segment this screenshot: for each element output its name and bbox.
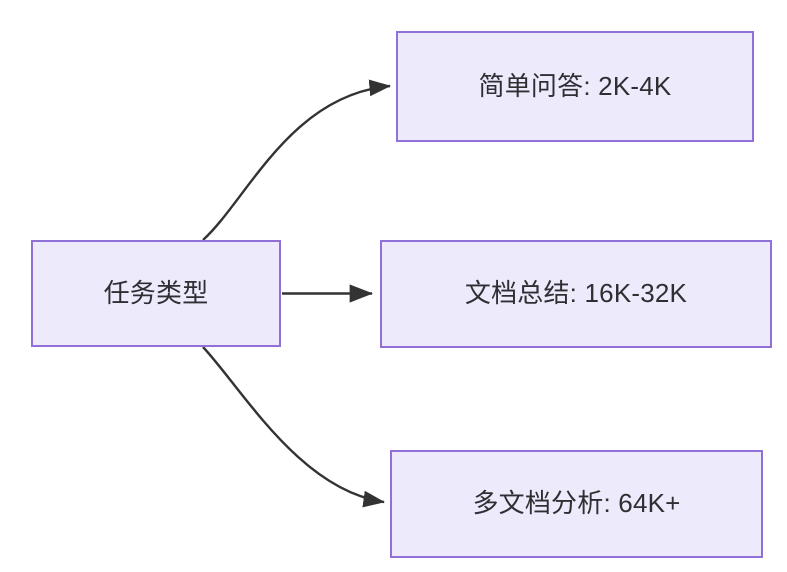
node-doc-summary[interactable]: 文档总结: 16K-32K [380, 240, 772, 348]
node-task-type[interactable]: 任务类型 [31, 240, 281, 347]
node-multi-doc-label: 多文档分析: 64K+ [472, 488, 681, 519]
edge-root-to-simple-qa [202, 79, 391, 241]
node-multi-doc[interactable]: 多文档分析: 64K+ [390, 450, 763, 558]
edge-root-to-multi-doc [202, 346, 385, 508]
node-task-type-label: 任务类型 [103, 277, 209, 308]
node-doc-summary-label: 文档总结: 16K-32K [464, 278, 688, 309]
node-simple-qa[interactable]: 简单问答: 2K-4K [396, 31, 754, 142]
node-simple-qa-label: 简单问答: 2K-4K [478, 70, 672, 101]
